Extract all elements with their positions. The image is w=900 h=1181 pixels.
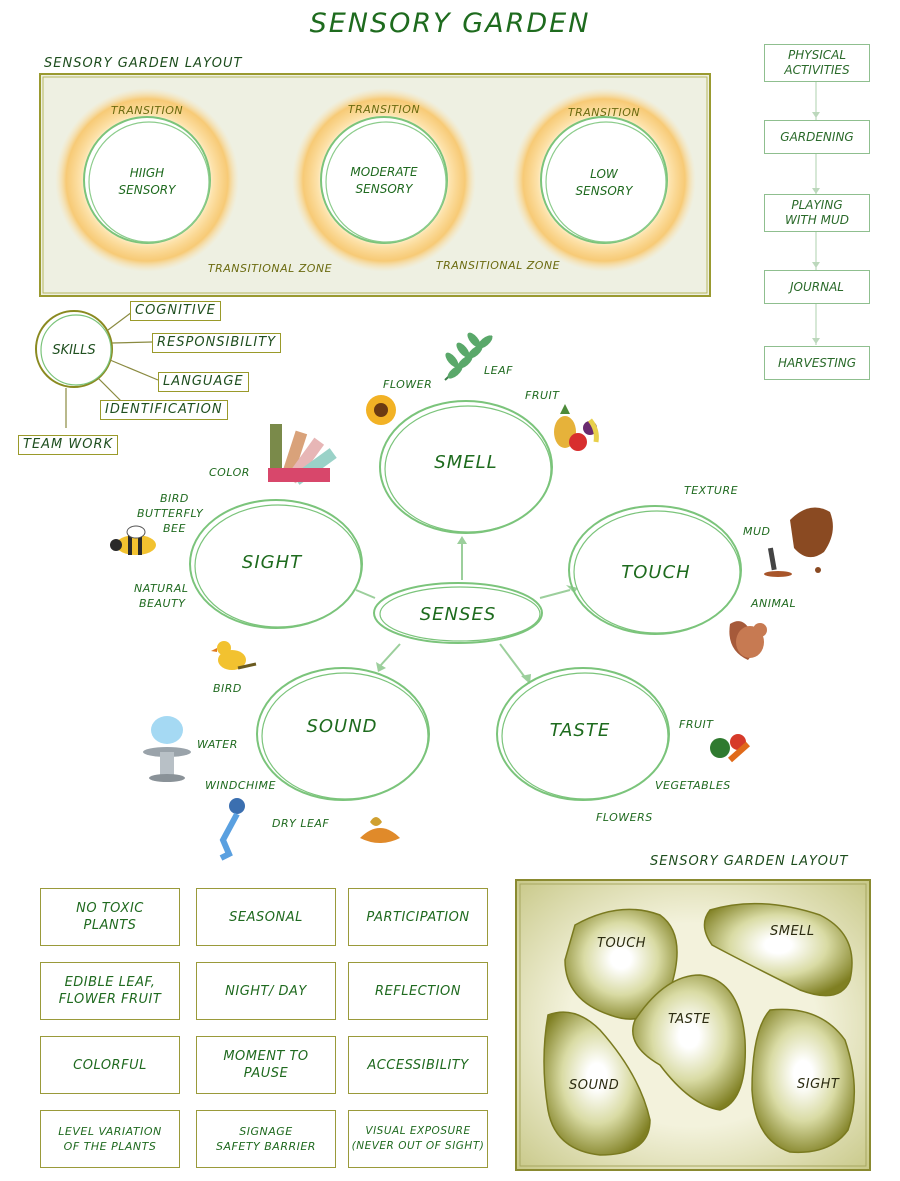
transition-label-high: TRANSITION bbox=[110, 104, 184, 117]
sense-taste: TASTE bbox=[549, 720, 611, 741]
mud-hand-icon bbox=[764, 507, 833, 577]
sense-smell: SMELL bbox=[434, 452, 498, 473]
sound-item-dry-leaf: DRY LEAF bbox=[272, 817, 330, 830]
fountain-icon bbox=[143, 716, 191, 782]
zone-ring-high bbox=[55, 88, 239, 272]
skill-responsibility: RESPONSIBILITY bbox=[152, 333, 282, 353]
skill-cognitive: COGNITIVE bbox=[130, 301, 221, 321]
sound-item-water: WATER bbox=[197, 738, 238, 751]
touch-item-texture: TEXTURE bbox=[684, 484, 739, 497]
sound-item-windchime: WINDCHIME bbox=[205, 779, 276, 792]
zone-ring-low bbox=[512, 88, 696, 272]
windchime-icon bbox=[219, 798, 245, 861]
criteria-card: EDIBLE LEAF,FLOWER FRUIT bbox=[40, 962, 180, 1020]
criteria-card: COLORFUL bbox=[40, 1036, 180, 1094]
smell-item-fruit: FRUIT bbox=[525, 389, 560, 402]
page-title: SENSORY GARDEN bbox=[309, 8, 591, 39]
transition-label-moderate: TRANSITION bbox=[347, 103, 421, 116]
zone-ring-moderate bbox=[292, 88, 476, 272]
skill-identification: IDENTIFICATION bbox=[100, 400, 228, 420]
sight-item-beauty: BEAUTY bbox=[139, 597, 186, 610]
top-layout-label: SENSORY GARDEN LAYOUT bbox=[44, 56, 243, 71]
area-taste-label: TASTE bbox=[668, 1012, 711, 1027]
criteria-card: ACCESSIBILITY bbox=[348, 1036, 488, 1094]
dry-leaf-icon bbox=[360, 817, 400, 843]
sight-item-butterfly: BUTTERFLY bbox=[137, 507, 204, 520]
area-sound-blob bbox=[543, 1011, 651, 1156]
sense-sight: SIGHT bbox=[241, 552, 303, 573]
leaf-icon bbox=[444, 332, 493, 381]
criteria-card: SEASONAL bbox=[196, 888, 336, 946]
sense-sound: SOUND bbox=[306, 716, 378, 737]
area-sight-blob bbox=[751, 1008, 855, 1154]
sight-item-bird: BIRD bbox=[160, 492, 189, 505]
criteria-card: REFLECTION bbox=[348, 962, 488, 1020]
smell-item-flower: FLOWER bbox=[383, 378, 433, 391]
transitional-zone-label: TRANSITIONAL ZONE bbox=[207, 262, 333, 275]
area-smell-blob bbox=[703, 902, 853, 997]
sight-item-bird-2: BIRD bbox=[213, 682, 242, 695]
sight-item-bee: BEE bbox=[163, 522, 186, 535]
sight-item-color: COLOR bbox=[209, 466, 250, 479]
activity-harvesting: HARVESTING bbox=[764, 346, 870, 380]
bird-icon bbox=[211, 641, 257, 670]
area-sound-label: SOUND bbox=[569, 1078, 620, 1093]
fruit-icon bbox=[554, 404, 599, 451]
transitional-zone-label: TRANSITIONAL ZONE bbox=[435, 259, 561, 272]
bottom-layout-label: SENSORY GARDEN LAYOUT bbox=[650, 854, 849, 869]
touch-item-animal: ANIMAL bbox=[751, 597, 797, 610]
senses-center: SENSES bbox=[419, 604, 497, 625]
taste-item-vegetables: VEGETABLES bbox=[655, 779, 731, 792]
sight-item-natural: NATURAL bbox=[134, 582, 189, 595]
sense-touch: TOUCH bbox=[621, 562, 691, 583]
area-taste-blob bbox=[632, 974, 747, 1111]
taste-item-flowers: FLOWERS bbox=[596, 811, 653, 824]
skills-center: SKILLS bbox=[52, 343, 96, 358]
area-sight-label: SIGHT bbox=[797, 1077, 840, 1092]
vegetable-icon bbox=[710, 734, 750, 763]
bee-icon bbox=[110, 525, 156, 555]
touch-item-mud: MUD bbox=[743, 525, 771, 538]
area-smell-label: SMELL bbox=[770, 924, 815, 939]
taste-item-fruit: FRUIT bbox=[679, 718, 714, 731]
activity-journal: JOURNAL bbox=[764, 270, 870, 304]
skill-team-work: TEAM WORK bbox=[18, 435, 119, 455]
criteria-card: NIGHT/ DAY bbox=[196, 962, 336, 1020]
sunflower-icon bbox=[366, 395, 396, 425]
smell-item-leaf: LEAF bbox=[484, 364, 513, 377]
activity-gardening: GARDENING bbox=[764, 120, 870, 154]
criteria-card: VISUAL EXPOSURE(NEVER OUT OF SIGHT) bbox=[348, 1110, 488, 1168]
color-swatch-icon bbox=[268, 424, 337, 485]
criteria-card: PARTICIPATION bbox=[348, 888, 488, 946]
skill-language: LANGUAGE bbox=[158, 372, 249, 392]
area-touch-label: TOUCH bbox=[597, 936, 647, 951]
transition-label-low: TRANSITION bbox=[567, 106, 641, 119]
squirrel-icon bbox=[729, 621, 767, 660]
